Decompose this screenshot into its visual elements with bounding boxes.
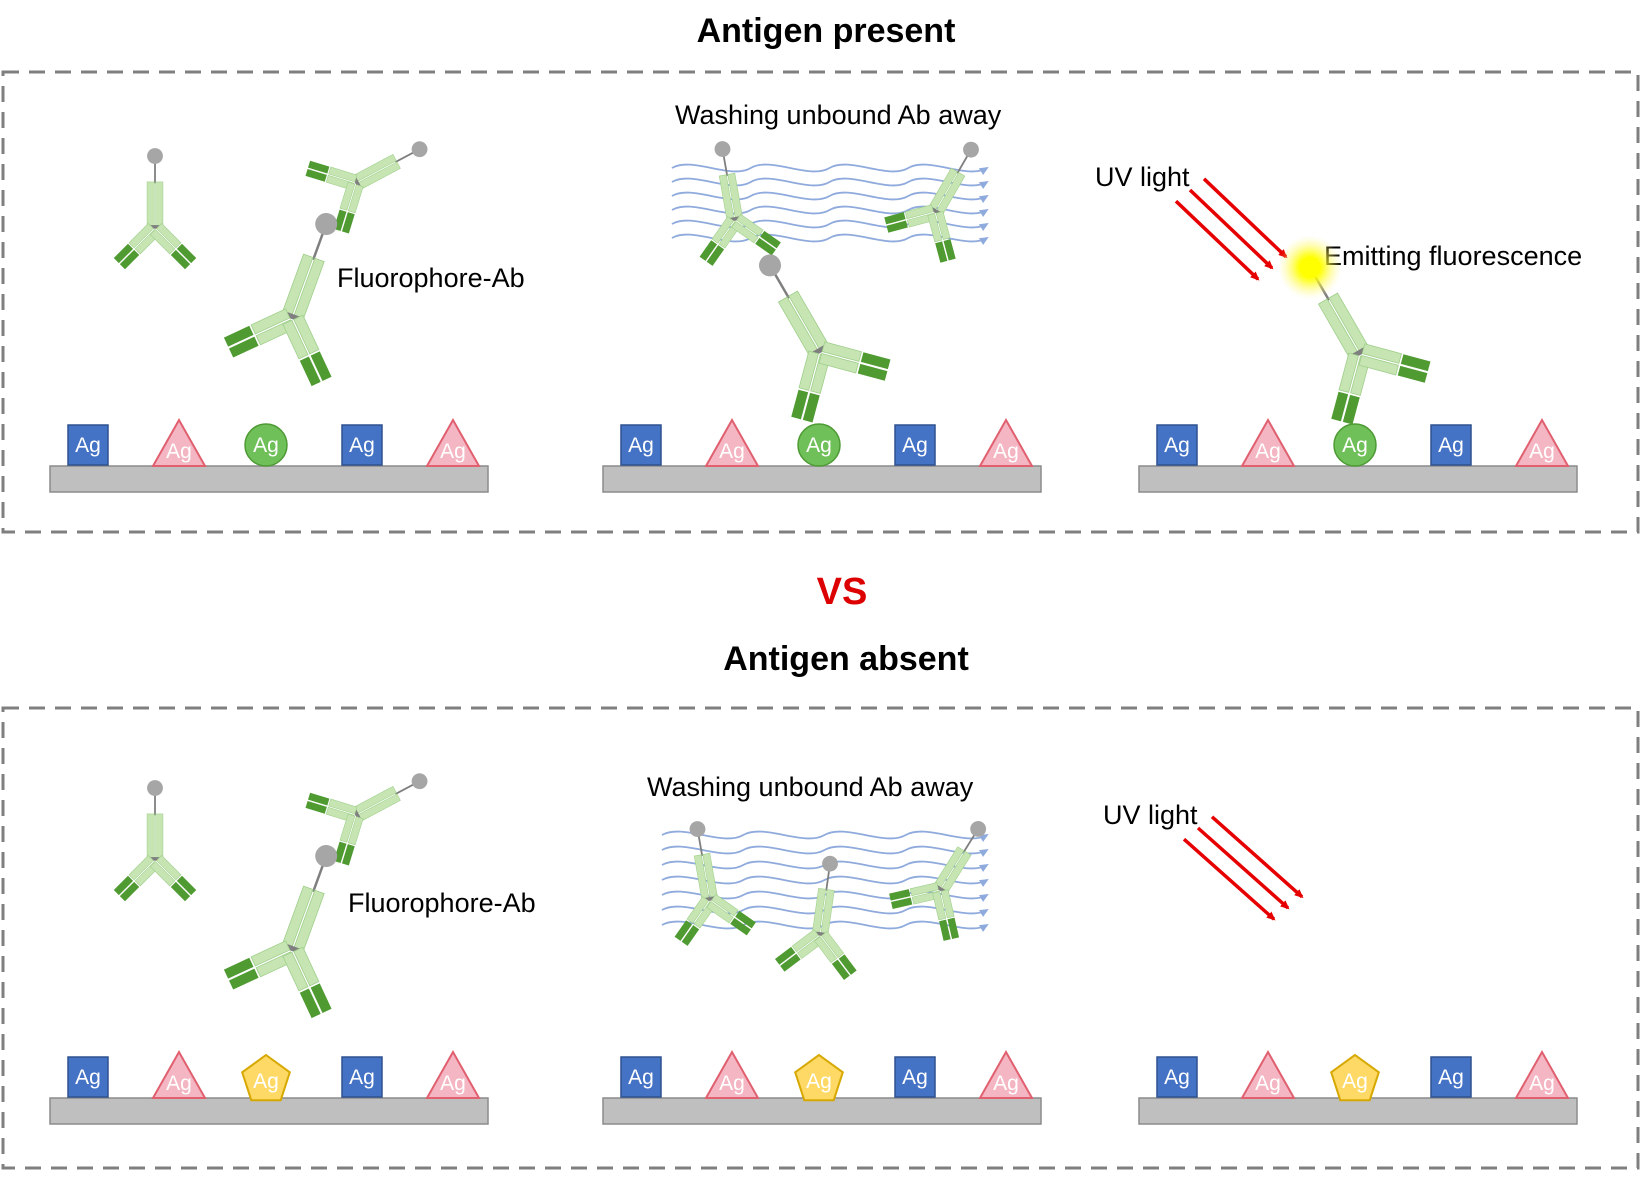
top-step1-ag-triangle-1-label: Ag: [166, 440, 192, 463]
bottom-step3-ag-square-2: [1430, 1056, 1472, 1098]
top-step1-ag-target-label: Ag: [253, 434, 279, 457]
bottom-step1-ag-triangle-1: [151, 1049, 207, 1099]
bottom-step2-ag-square-2-label: Ag: [902, 1066, 928, 1089]
bottom-step1-ag-pentagon-label: Ag: [253, 1070, 279, 1093]
antibody-bound-1: [759, 254, 891, 423]
antibody-washed-3: [674, 821, 756, 946]
label-fluorophore-ab-top: Fluorophore-Ab: [337, 263, 525, 293]
bottom-step2-ag-triangle-2: [978, 1049, 1034, 1099]
bottom-step3-ag-triangle-2-label: Ag: [1529, 1072, 1555, 1095]
bottom-step2-ag-pentagon: [794, 1053, 844, 1102]
bottom-step1-ag-triangle-1-label: Ag: [166, 1072, 192, 1095]
bottom-step2-surface: [602, 1097, 1042, 1125]
bottom-step1-ag-triangle-2: [425, 1049, 481, 1099]
top-step2-ag-target-label: Ag: [806, 434, 832, 457]
bottom-step3-surface: [1138, 1097, 1578, 1125]
label-washing-bottom: Washing unbound Ab away: [647, 772, 974, 802]
antibody-free-1: [113, 148, 197, 270]
antibody-free-6: [223, 845, 338, 1019]
top-step1-ag-square-2-label: Ag: [349, 434, 375, 457]
top-step2-ag-triangle-2-label: Ag: [993, 440, 1019, 463]
bottom-step3-ag-square-2-label: Ag: [1438, 1066, 1464, 1089]
top-step2-ag-square-1: [620, 424, 662, 466]
title-antigen-present: Antigen present: [697, 12, 956, 50]
bottom-step2-ag-triangle-1-label: Ag: [719, 1072, 745, 1095]
antibody-free-5: [305, 773, 428, 866]
top-step3-ag-target-label: Ag: [1342, 434, 1368, 457]
bottom-step1-ag-pentagon: [241, 1053, 291, 1102]
bottom-step3-ag-square-1: [1156, 1056, 1198, 1098]
label-uv-light-top: UV light: [1095, 162, 1190, 192]
top-step2-surface: [602, 465, 1042, 493]
bottom-step2-ag-square-1-label: Ag: [628, 1066, 654, 1089]
top-step3-ag-square-2-label: Ag: [1438, 434, 1464, 457]
top-step1-ag-square-1: [67, 424, 109, 466]
antibody-free-4: [113, 780, 197, 902]
top-step2-ag-square-2: [894, 424, 936, 466]
antibody-washed-5: [889, 821, 987, 941]
top-step2-ag-triangle-1: [704, 417, 760, 467]
antibody-washed-2: [884, 141, 979, 263]
bottom-step3-ag-square-1-label: Ag: [1164, 1066, 1190, 1089]
bottom-step2-ag-triangle-1: [704, 1049, 760, 1099]
label-washing-top: Washing unbound Ab away: [675, 100, 1002, 130]
top-step3-ag-square-1-label: Ag: [1164, 434, 1190, 457]
panel-antigen-present: [1, 70, 1640, 534]
label-uv-light-bottom: UV light: [1103, 800, 1198, 830]
top-step3-ag-triangle-1: [1240, 417, 1296, 467]
bottom-step1-ag-square-1: [67, 1056, 109, 1098]
top-step3-ag-triangle-2-label: Ag: [1529, 440, 1555, 463]
top-step1-ag-square-2: [341, 424, 383, 466]
antibody-bound-glowing: [1278, 235, 1431, 425]
bottom-step1-ag-square-1-label: Ag: [75, 1066, 101, 1089]
top-step2-ag-triangle-1-label: Ag: [719, 440, 745, 463]
top-step2-ag-square-1-label: Ag: [628, 434, 654, 457]
top-step3-ag-triangle-2: [1514, 417, 1570, 467]
top-step2-ag-triangle-2: [978, 417, 1034, 467]
top-step3-ag-square-2: [1430, 424, 1472, 466]
top-step1-ag-square-1-label: Ag: [75, 434, 101, 457]
antibody-free-3: [223, 213, 338, 387]
title-antigen-absent: Antigen absent: [723, 640, 969, 678]
bottom-step2-ag-square-1: [620, 1056, 662, 1098]
label-emitting-fluorescence: Emitting fluorescence: [1324, 241, 1582, 271]
bottom-step3-ag-pentagon-label: Ag: [1342, 1070, 1368, 1093]
bottom-step2-ag-square-2: [894, 1056, 936, 1098]
bottom-step1-surface: [49, 1097, 489, 1125]
top-step3-surface: [1138, 465, 1578, 493]
panel-antigen-absent: [1, 706, 1640, 1170]
antibody-washed-4: [774, 855, 857, 981]
uv-arrows-top: [1174, 177, 1288, 281]
bottom-step3-ag-pentagon: [1330, 1053, 1380, 1102]
top-step1-ag-triangle-2-label: Ag: [440, 440, 466, 463]
bottom-step2-ag-triangle-2-label: Ag: [993, 1072, 1019, 1095]
top-step3-ag-triangle-1-label: Ag: [1255, 440, 1281, 463]
bottom-step2-ag-pentagon-label: Ag: [806, 1070, 832, 1093]
top-step2-ag-target: [797, 423, 841, 467]
bottom-step3-ag-triangle-2: [1514, 1049, 1570, 1099]
top-step1-surface: [49, 465, 489, 493]
bottom-step3-ag-triangle-1: [1240, 1049, 1296, 1099]
uv-arrows-bottom: [1182, 815, 1304, 921]
label-fluorophore-ab-bottom: Fluorophore-Ab: [348, 888, 536, 918]
antibody-free-2: [305, 141, 428, 234]
top-step3-ag-square-1: [1156, 424, 1198, 466]
bottom-step1-ag-square-2: [341, 1056, 383, 1098]
top-step1-ag-triangle-2: [425, 417, 481, 467]
bottom-step1-ag-square-2-label: Ag: [349, 1066, 375, 1089]
vs-label: VS: [817, 571, 868, 613]
top-step3-ag-target: [1333, 423, 1377, 467]
top-step1-ag-target: [244, 423, 288, 467]
bottom-step1-ag-triangle-2-label: Ag: [440, 1072, 466, 1095]
top-step1-ag-triangle-1: [151, 417, 207, 467]
top-step2-ag-square-2-label: Ag: [902, 434, 928, 457]
bottom-step3-ag-triangle-1-label: Ag: [1255, 1072, 1281, 1095]
antibody-washed-1: [699, 141, 781, 266]
